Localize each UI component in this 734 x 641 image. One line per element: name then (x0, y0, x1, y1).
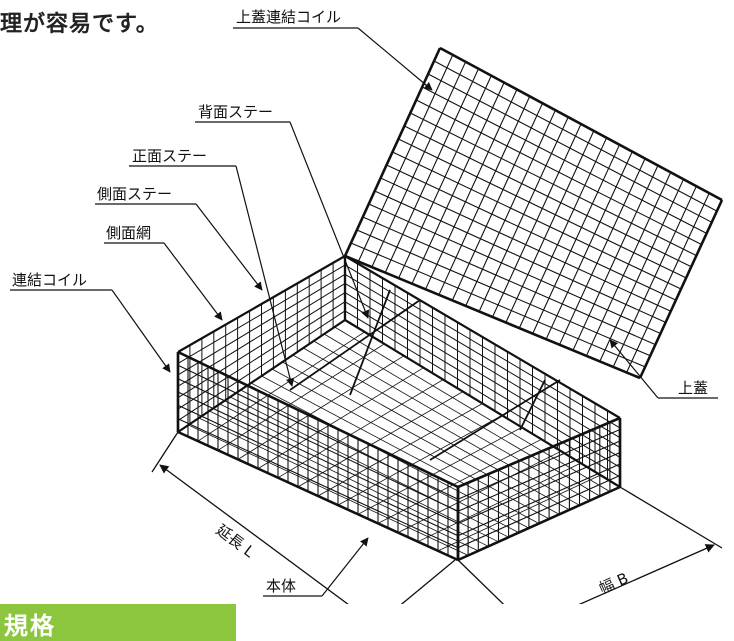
label-side-stay: 側面ステー (97, 185, 172, 203)
dimension-width (457, 486, 723, 604)
dimension-length (151, 431, 456, 604)
leader-lines (10, 27, 718, 597)
gabion-mesh (176, 46, 724, 562)
gabion-diagram: 上蓋連結コイル 背面ステー 正面ステー 側面ステー 側面網 連結コイル 上蓋 本… (10, 8, 724, 604)
label-length: 延長 L (213, 521, 259, 562)
label-lid-coil: 上蓋連結コイル (236, 8, 341, 26)
section-header: 規格 (0, 604, 236, 641)
label-join-coil: 連結コイル (12, 271, 87, 289)
label-lid: 上蓋 (678, 379, 708, 397)
label-body: 本体 (266, 577, 296, 595)
label-back-stay: 背面ステー (198, 103, 273, 121)
section-title: 規格 (4, 612, 56, 640)
intro-text: 理が容易です。 (0, 12, 159, 37)
label-front-stay: 正面ステー (132, 147, 207, 165)
label-side-net: 側面網 (106, 224, 151, 242)
label-width: 幅 B (596, 569, 631, 598)
